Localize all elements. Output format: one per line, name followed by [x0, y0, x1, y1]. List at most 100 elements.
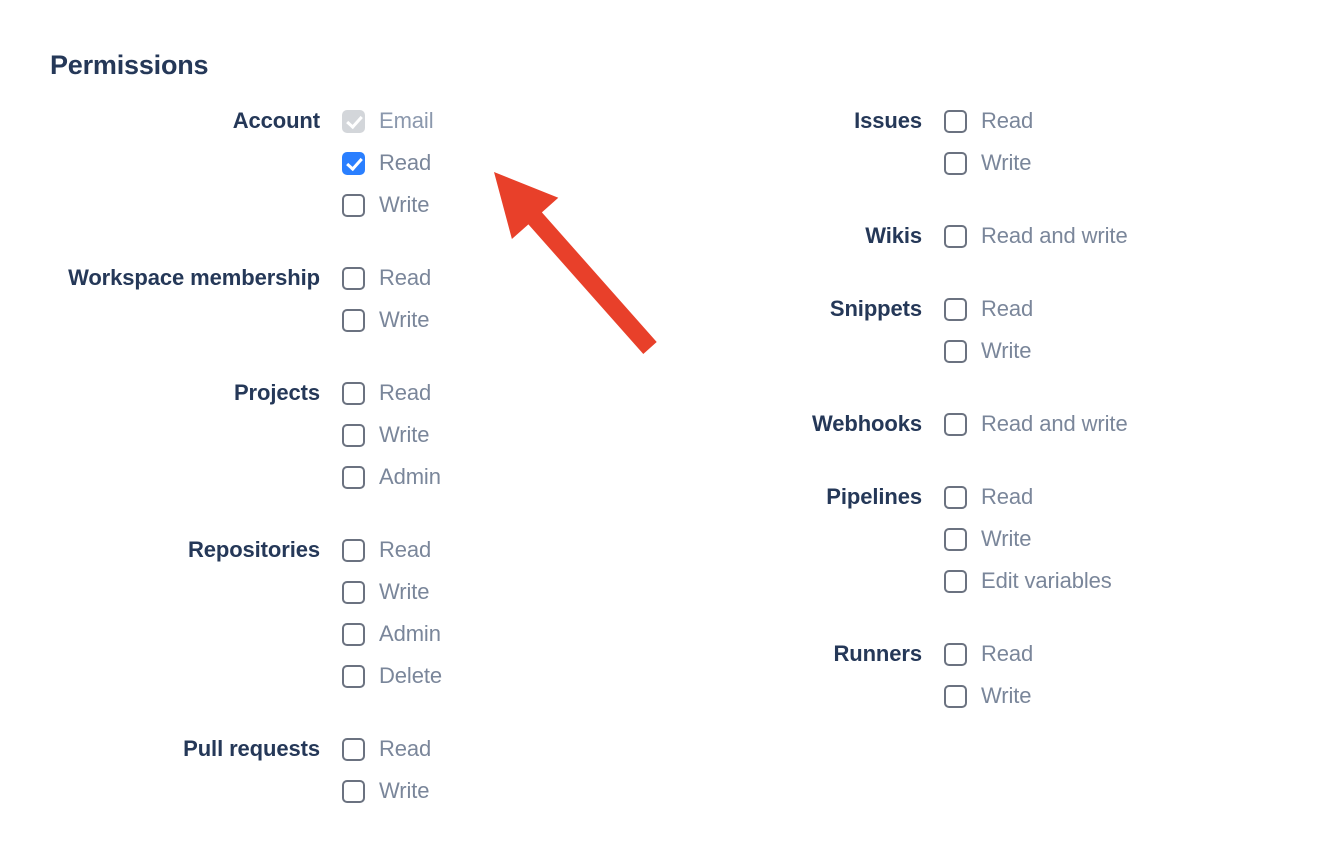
permission-row-pipelines-edit-variables[interactable]: Edit variables	[944, 560, 1240, 602]
account-read-label: Read	[379, 150, 432, 175]
snippets-write-checkbox[interactable]	[944, 339, 967, 363]
permission-row-wikis-read-and-write[interactable]: Read and write	[944, 215, 1240, 257]
group-label-runners: Runners	[833, 641, 922, 666]
repositories-delete-label: Delete	[379, 663, 442, 688]
webhooks-read-and-write-checkbox[interactable]	[944, 412, 967, 436]
pull-requests-read-checkbox[interactable]	[342, 737, 365, 761]
permission-row-pull-requests-read[interactable]: Read	[342, 728, 600, 770]
runners-write-checkbox[interactable]	[944, 684, 967, 708]
permission-row-pipelines-write[interactable]: Write	[944, 518, 1240, 560]
snippets-read-checkbox[interactable]	[944, 297, 967, 321]
group-label-repositories: Repositories	[187, 537, 320, 562]
repositories-read-checkbox[interactable]	[342, 538, 365, 562]
snippets-read-label: Read	[981, 296, 1034, 321]
permission-row-repositories-write[interactable]: Write	[342, 571, 600, 613]
issues-write-label: Write	[981, 150, 1032, 175]
permission-row-account-read[interactable]: Read	[342, 142, 600, 184]
pipelines-read-checkbox[interactable]	[944, 485, 967, 509]
repositories-write-checkbox[interactable]	[342, 580, 365, 604]
wikis-read-and-write-label: Read and write	[981, 223, 1128, 248]
permission-row-workspace-membership-read[interactable]: Read	[342, 257, 600, 299]
permission-row-account-email[interactable]: Email	[342, 100, 600, 142]
group-label-snippets: Snippets	[829, 296, 922, 321]
permission-row-projects-read[interactable]: Read	[342, 372, 600, 414]
group-label-workspace-membership: Workspace membership	[68, 265, 320, 290]
workspace-membership-write-label: Write	[379, 307, 430, 332]
workspace-membership-read-checkbox[interactable]	[342, 266, 365, 290]
projects-read-label: Read	[379, 380, 432, 405]
repositories-admin-checkbox[interactable]	[342, 622, 365, 646]
workspace-membership-write-checkbox[interactable]	[342, 308, 365, 332]
account-email-checkbox	[342, 109, 365, 133]
account-write-checkbox[interactable]	[342, 193, 365, 217]
permission-row-issues-read[interactable]: Read	[944, 100, 1240, 142]
permission-row-pull-requests-write[interactable]: Write	[342, 770, 600, 812]
permission-row-webhooks-read-and-write[interactable]: Read and write	[944, 403, 1240, 445]
permission-row-projects-write[interactable]: Write	[342, 414, 600, 456]
group-label-pull-requests: Pull requests	[183, 736, 320, 761]
issues-read-checkbox[interactable]	[944, 109, 967, 133]
pipelines-write-checkbox[interactable]	[944, 527, 967, 551]
permission-row-runners-write[interactable]: Write	[944, 675, 1240, 717]
group-label-projects: Projects	[233, 380, 320, 405]
projects-write-checkbox[interactable]	[342, 423, 365, 447]
projects-admin-checkbox[interactable]	[342, 465, 365, 489]
permission-group-wikis: Wikis Read and write	[600, 215, 1240, 257]
projects-read-checkbox[interactable]	[342, 381, 365, 405]
permission-options-webhooks: Read and write	[944, 403, 1240, 445]
snippets-write-label: Write	[981, 338, 1032, 363]
permission-row-pipelines-read[interactable]: Read	[944, 476, 1240, 518]
permission-row-projects-admin[interactable]: Admin	[342, 456, 600, 498]
runners-read-label: Read	[981, 641, 1034, 666]
group-label-webhooks: Webhooks	[811, 411, 922, 436]
permission-row-account-write[interactable]: Write	[342, 184, 600, 226]
permission-row-repositories-read[interactable]: Read	[342, 529, 600, 571]
webhooks-read-and-write-label: Read and write	[981, 411, 1128, 436]
pipelines-write-label: Write	[981, 526, 1032, 551]
repositories-admin-label: Admin	[379, 621, 441, 646]
pull-requests-read-label: Read	[379, 736, 432, 761]
permission-row-issues-write[interactable]: Write	[944, 142, 1240, 184]
permission-row-snippets-read[interactable]: Read	[944, 288, 1240, 330]
projects-admin-label: Admin	[379, 464, 441, 489]
permission-row-runners-read[interactable]: Read	[944, 633, 1240, 675]
workspace-membership-read-label: Read	[379, 265, 432, 290]
permission-row-snippets-write[interactable]: Write	[944, 330, 1240, 372]
issues-write-checkbox[interactable]	[944, 151, 967, 175]
permission-row-repositories-admin[interactable]: Admin	[342, 613, 600, 655]
permission-row-repositories-delete[interactable]: Delete	[342, 655, 600, 697]
account-read-checkbox[interactable]	[342, 151, 365, 175]
group-label-pipelines: Pipelines	[826, 484, 922, 509]
pipelines-edit-variables-checkbox[interactable]	[944, 569, 967, 593]
runners-write-label: Write	[981, 683, 1032, 708]
group-label-wikis: Wikis	[865, 223, 922, 248]
runners-read-checkbox[interactable]	[944, 642, 967, 666]
repositories-write-label: Write	[379, 579, 430, 604]
page-title: Permissions	[50, 50, 209, 80]
group-label-issues: Issues	[854, 108, 922, 133]
pull-requests-write-checkbox[interactable]	[342, 779, 365, 803]
account-write-label: Write	[379, 192, 430, 217]
repositories-delete-checkbox[interactable]	[342, 664, 365, 688]
account-email-label: Email	[379, 108, 434, 133]
group-label-account: Account	[232, 108, 320, 133]
permission-row-workspace-membership-write[interactable]: Write	[342, 299, 600, 341]
wikis-read-and-write-checkbox[interactable]	[944, 224, 967, 248]
